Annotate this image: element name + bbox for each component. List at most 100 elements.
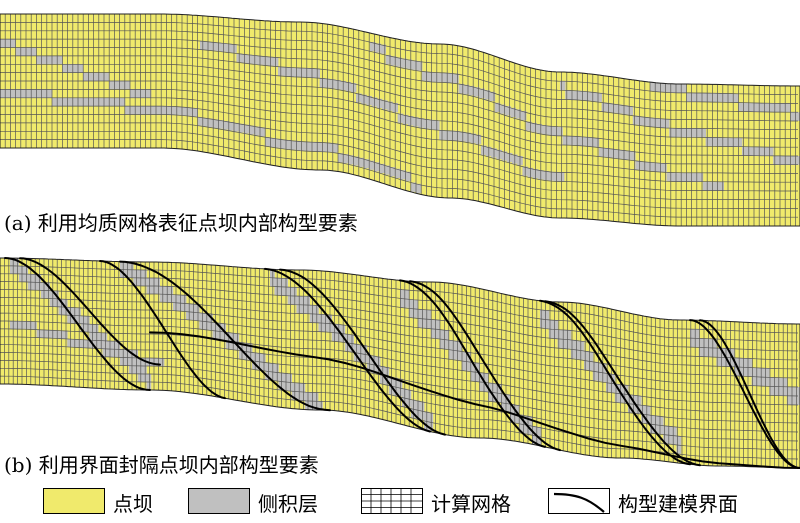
lateral-accretion-cell	[130, 106, 136, 115]
lateral-accretion-cell	[93, 97, 100, 107]
lateral-accretion-cell	[619, 150, 626, 159]
grid-row-line	[0, 122, 798, 201]
grid-row-line	[0, 72, 798, 148]
interface-surface-line	[4, 257, 151, 391]
lateral-accretion-cell	[46, 89, 53, 98]
lateral-accretion-cell	[119, 97, 126, 107]
lateral-accretion-cell	[690, 128, 696, 138]
lateral-accretion-cell	[557, 126, 563, 136]
lateral-accretion-cell	[586, 91, 592, 101]
lateral-accretion-cell	[790, 112, 796, 121]
grid-row-line	[0, 30, 798, 104]
lateral-accretion-cell	[239, 123, 245, 133]
lateral-accretion-cell	[500, 104, 506, 114]
legend-swatch-lateral-accretion	[188, 488, 250, 514]
grid-row-line	[0, 375, 799, 460]
grid-row-line	[0, 336, 799, 415]
lateral-accretion-cell	[45, 330, 50, 338]
lateral-accretion-cell	[254, 126, 261, 136]
lateral-accretion-cell	[166, 106, 172, 115]
lateral-accretion-cell	[10, 39, 16, 48]
lateral-accretion-cell	[712, 93, 718, 103]
lateral-accretion-cell	[650, 82, 656, 91]
lateral-accretion-cell	[754, 102, 760, 112]
lateral-accretion-cell	[327, 142, 334, 152]
lateral-accretion-cell	[133, 349, 138, 358]
lateral-accretion-cell	[708, 181, 714, 191]
lateral-accretion-cell	[785, 103, 791, 113]
legend-swatch-grid	[361, 488, 423, 514]
lateral-accretion-cell	[111, 349, 116, 358]
lateral-accretion-cell	[62, 97, 68, 107]
lateral-accretion-cell	[348, 155, 354, 165]
lateral-accretion-cell	[580, 91, 587, 101]
lateral-accretion-cell	[541, 125, 548, 135]
lateral-accretion-cell	[424, 411, 429, 431]
lateral-accretion-cell	[474, 87, 480, 97]
lateral-accretion-cell	[406, 59, 412, 69]
lateral-accretion-cell	[62, 330, 68, 339]
legend-swatch-point-bar	[43, 488, 105, 514]
lateral-accretion-cell	[768, 147, 774, 156]
lateral-accretion-cell	[627, 106, 634, 116]
lateral-accretion-cell	[234, 122, 240, 132]
lateral-accretion-cell	[362, 345, 368, 363]
lateral-accretion-cell	[422, 71, 428, 81]
lateral-accretion-cell	[448, 73, 454, 83]
grid-row-line	[0, 320, 799, 397]
lateral-accretion-cell	[72, 64, 79, 73]
lateral-accretion-cell	[114, 97, 120, 107]
lateral-accretion-cell	[592, 361, 598, 381]
lateral-accretion-cell	[124, 106, 131, 115]
lateral-accretion-cell	[286, 140, 292, 150]
lateral-accretion-cell	[83, 72, 89, 81]
legend-label-grid: 计算网格	[431, 492, 511, 516]
lateral-accretion-cell	[114, 81, 120, 90]
lateral-accretion-cell	[49, 330, 55, 339]
lateral-accretion-cell	[104, 97, 110, 107]
lateral-accretion-cell	[197, 117, 204, 126]
legend-label-lateral-accretion: 侧积层	[258, 492, 318, 516]
lateral-accretion-cell	[26, 89, 32, 98]
lateral-accretion-cell	[15, 47, 22, 56]
lateral-accretion-cell	[306, 141, 313, 152]
lateral-accretion-cell	[604, 148, 610, 157]
lateral-accretion-cell	[192, 108, 198, 117]
lateral-accretion-cell	[54, 330, 59, 339]
lateral-accretion-cell	[76, 339, 81, 348]
lateral-accretion-cell	[762, 147, 769, 156]
lateral-accretion-cell	[130, 89, 136, 98]
lateral-accretion-cell	[716, 137, 722, 147]
lateral-accretion-cell	[570, 90, 576, 100]
lateral-accretion-cell	[713, 181, 719, 191]
lateral-accretion-cell	[778, 155, 784, 165]
grid-row-line	[0, 281, 799, 352]
lateral-accretion-cell	[405, 171, 412, 182]
lateral-accretion-cell	[137, 357, 143, 366]
lateral-accretion-cell	[731, 137, 738, 147]
lateral-accretion-cell	[317, 142, 323, 152]
lateral-accretion-cell	[526, 121, 532, 131]
lateral-accretion-cell	[536, 124, 542, 134]
legend-swatch-surface	[548, 488, 610, 514]
lateral-accretion-cell	[567, 136, 574, 146]
lateral-accretion-cell	[463, 84, 470, 95]
lateral-accretion-cell	[366, 354, 372, 373]
lateral-accretion-cell	[0, 89, 6, 98]
lateral-accretion-cell	[702, 181, 709, 191]
lateral-accretion-cell	[655, 82, 661, 92]
lateral-accretion-cell	[83, 97, 89, 107]
lateral-accretion-cell	[385, 55, 392, 65]
lateral-accretion-cell	[124, 349, 130, 358]
lateral-accretion-cell	[681, 84, 687, 93]
lateral-accretion-cell	[104, 72, 110, 81]
lateral-accretion-cell	[41, 55, 48, 65]
lateral-accretion-cell	[202, 117, 209, 127]
lateral-accretion-cell	[171, 106, 178, 115]
lateral-accretion-cell	[140, 106, 146, 115]
lateral-accretion-cell	[565, 90, 571, 100]
lateral-accretion-cell	[208, 118, 214, 128]
lateral-accretion-cell	[15, 89, 22, 98]
lateral-accretion-cell	[67, 339, 72, 347]
grid-row-line	[0, 22, 798, 96]
